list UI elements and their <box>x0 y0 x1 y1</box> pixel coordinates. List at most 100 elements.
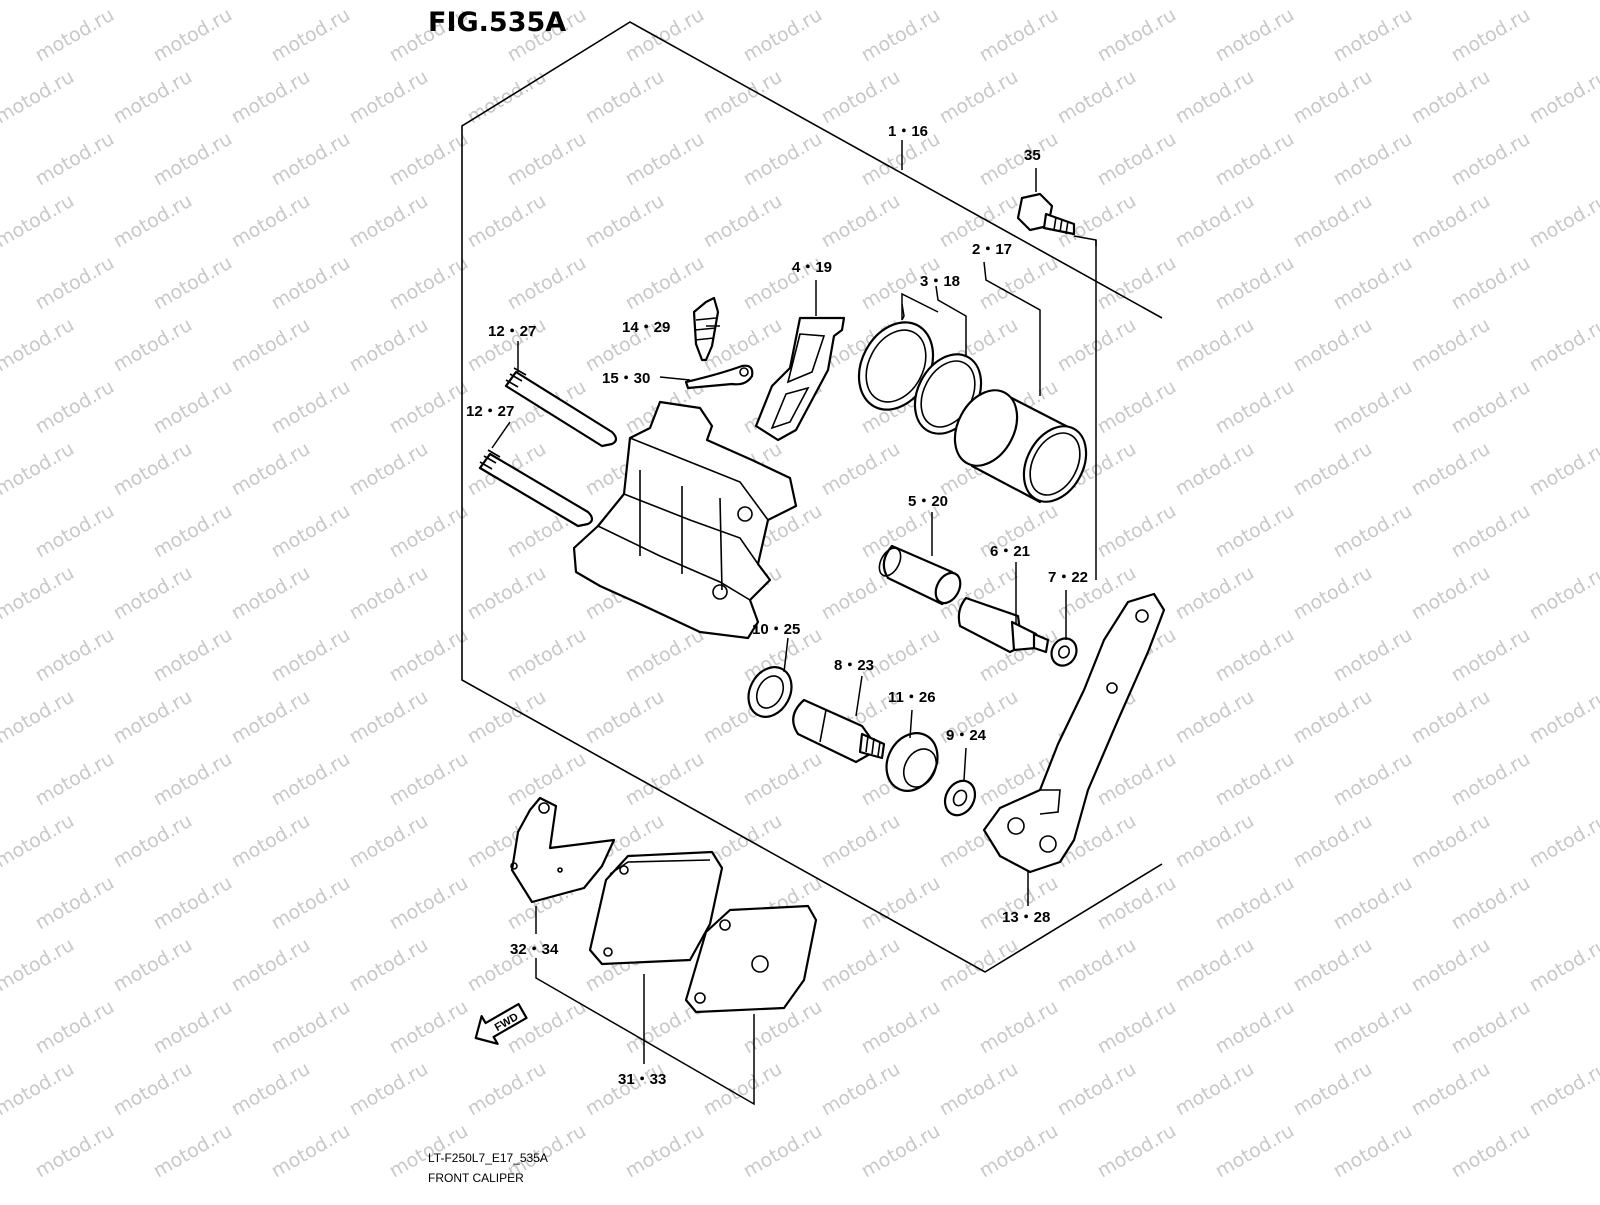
watermark-text: motod.ru <box>32 996 118 1059</box>
watermark-text: motod.ru <box>1448 252 1534 315</box>
watermark-text: motod.ru <box>1448 500 1534 563</box>
watermark-text: motod.ru <box>32 4 118 67</box>
watermark-text: motod.ru <box>700 1058 786 1121</box>
watermark-text: motod.ru <box>386 252 472 315</box>
watermark-text: motod.ru <box>976 252 1062 315</box>
watermark-text: motod.ru <box>110 66 196 129</box>
watermark-text: motod.ru <box>0 686 78 749</box>
watermark-text: motod.ru <box>268 376 354 439</box>
pad-pin-icon[interactable] <box>506 368 616 446</box>
watermark-text: motod.ru <box>386 376 472 439</box>
watermark-text: motod.ru <box>1330 872 1416 935</box>
watermark-text: motod.ru <box>1172 438 1258 501</box>
watermark-text: motod.ru <box>976 128 1062 191</box>
watermark-text: motod.ru <box>1212 748 1298 811</box>
watermark-text: motod.ru <box>740 1120 826 1183</box>
watermark-text: motod.ru <box>936 934 1022 997</box>
watermark-text: motod.ru <box>32 624 118 687</box>
watermark-text: motod.ru <box>268 872 354 935</box>
watermark-text: motod.ru <box>1172 686 1258 749</box>
watermark-text: motod.ru <box>1330 748 1416 811</box>
watermark-text: motod.ru <box>1526 66 1600 129</box>
watermark-text: motod.ru <box>110 810 196 873</box>
watermark-text: motod.ru <box>1094 252 1180 315</box>
watermark-text: motod.ru <box>1094 872 1180 935</box>
watermark-text: motod.ru <box>1094 500 1180 563</box>
watermark-text: motod.ru <box>228 190 314 253</box>
watermark-text: motod.ru <box>1330 376 1416 439</box>
callout-2-17: 2・17 <box>972 241 1012 258</box>
watermark-text: motod.ru <box>346 1058 432 1121</box>
watermark-text: motod.ru <box>464 190 550 253</box>
watermark-text: motod.ru <box>386 996 472 1059</box>
watermark-text: motod.ru <box>1526 1058 1600 1121</box>
watermark-text: motod.ru <box>150 748 236 811</box>
watermark-text: motod.ru <box>1172 190 1258 253</box>
watermark-text: motod.ru <box>228 314 314 377</box>
watermark-text: motod.ru <box>150 996 236 1059</box>
watermark-text: motod.ru <box>268 996 354 1059</box>
watermark-text: motod.ru <box>622 252 708 315</box>
watermark-text: motod.ru <box>150 252 236 315</box>
watermark-text: motod.ru <box>150 128 236 191</box>
watermark-text: motod.ru <box>0 190 78 253</box>
callout-15-30: 15・30 <box>602 370 650 387</box>
watermark-text: motod.ru <box>464 686 550 749</box>
watermark-text: motod.ru <box>386 128 472 191</box>
watermark-text: motod.ru <box>1408 810 1494 873</box>
pad-shim-icon[interactable] <box>511 798 614 902</box>
watermark-text: motod.ru <box>1408 314 1494 377</box>
callout-9-24: 9・24 <box>946 727 987 744</box>
watermark-text: motod.ru <box>1290 190 1376 253</box>
callout-5-20: 5・20 <box>908 493 948 510</box>
callout-13-28: 13・28 <box>1002 909 1050 926</box>
callout-1-16: 1・16 <box>888 123 928 140</box>
watermark-text: motod.ru <box>228 934 314 997</box>
watermark-text: motod.ru <box>1094 4 1180 67</box>
watermark-text: motod.ru <box>1212 376 1298 439</box>
watermark-text: motod.ru <box>268 128 354 191</box>
watermark-text: motod.ru <box>1330 996 1416 1059</box>
slide-pin-bolt-icon[interactable] <box>959 598 1048 652</box>
callout-8-23: 8・23 <box>834 657 874 674</box>
watermark-text: motod.ru <box>110 314 196 377</box>
watermark-text: motod.ru <box>1054 66 1140 129</box>
watermark-text: motod.ru <box>1448 996 1534 1059</box>
watermark-text: motod.ru <box>1526 190 1600 253</box>
slide-pin-boot-icon[interactable] <box>875 545 965 608</box>
watermark-text: motod.ru <box>1290 314 1376 377</box>
watermark-text: motod.ru <box>1330 252 1416 315</box>
bolt-icon[interactable] <box>1018 194 1074 234</box>
watermark-text: motod.ru <box>1094 376 1180 439</box>
washer-icon[interactable] <box>939 776 981 821</box>
watermark-text: motod.ru <box>622 128 708 191</box>
watermark-text: motod.ru <box>1448 376 1534 439</box>
watermark-text: motod.ru <box>150 872 236 935</box>
watermark-text: motod.ru <box>1408 686 1494 749</box>
watermark-text: motod.ru <box>110 190 196 253</box>
watermark-text: motod.ru <box>0 66 78 129</box>
watermark-text: motod.ru <box>976 996 1062 1059</box>
callout-35: 35 <box>1024 147 1041 164</box>
callout-11-26: 11・26 <box>888 689 936 706</box>
watermark-text: motod.ru <box>1212 872 1298 935</box>
watermark-text: motod.ru <box>936 66 1022 129</box>
watermark-text: motod.ru <box>1212 128 1298 191</box>
watermark-text: motod.ru <box>268 500 354 563</box>
watermark-text: motod.ru <box>464 562 550 625</box>
watermark-text: motod.ru <box>1290 934 1376 997</box>
watermark-text: motod.ru <box>32 1120 118 1183</box>
watermark-text: motod.ru <box>700 66 786 129</box>
watermark-text: motod.ru <box>1212 4 1298 67</box>
watermark-text: motod.ru <box>1330 128 1416 191</box>
watermark-text: motod.ru <box>1094 128 1180 191</box>
watermark-text: motod.ru <box>1526 562 1600 625</box>
watermark-text: motod.ru <box>858 996 944 1059</box>
watermark-text: motod.ru <box>1172 66 1258 129</box>
watermark-text: motod.ru <box>1054 1058 1140 1121</box>
watermark-text: motod.ru <box>1408 934 1494 997</box>
watermark-text: motod.ru <box>464 66 550 129</box>
watermark-text: motod.ru <box>504 624 590 687</box>
watermark-text: motod.ru <box>582 190 668 253</box>
